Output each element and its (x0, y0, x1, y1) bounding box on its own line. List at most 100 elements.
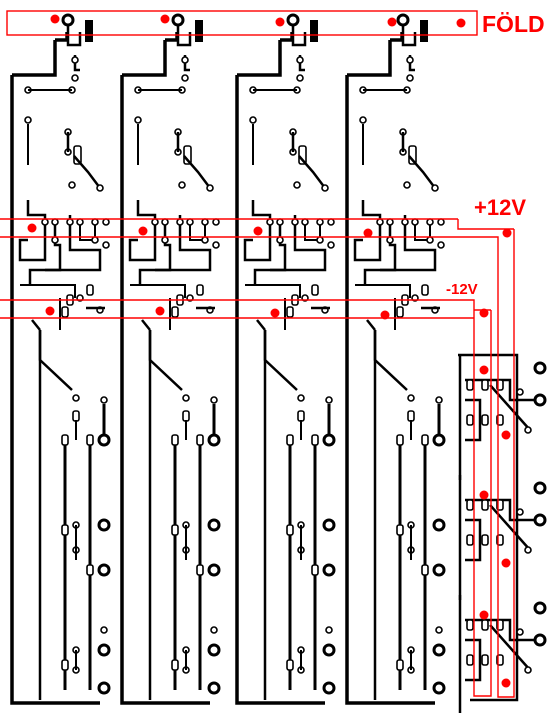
copper-trace (31, 319, 42, 700)
jack-pad (432, 518, 446, 532)
solder-pad (102, 241, 110, 249)
copper-trace (128, 200, 157, 262)
copper-trace (38, 330, 73, 391)
jack-pad (432, 563, 446, 577)
solder-pad (296, 74, 304, 82)
jack-pad (207, 681, 221, 695)
jack-pad (322, 518, 336, 532)
jack-pad (396, 13, 410, 27)
oval-pad (61, 434, 69, 446)
oval-pad (182, 410, 190, 422)
oval-pad (466, 499, 474, 511)
jack-pad (533, 393, 547, 407)
power-pad (502, 228, 512, 238)
power-pad (138, 226, 148, 236)
solder-pad (68, 181, 76, 189)
solder-pad (181, 56, 189, 64)
solder-pad (66, 218, 74, 226)
oval-pad (171, 524, 179, 536)
copper-trace (79, 222, 96, 241)
oval-pad (286, 524, 294, 536)
solder-pad (296, 56, 304, 64)
solder-pad (386, 236, 394, 244)
solder-pad (327, 218, 335, 226)
positive-rail-lower (0, 229, 515, 698)
jack-pad (533, 601, 547, 615)
solder-pad (186, 218, 194, 226)
oval-pad (286, 659, 294, 671)
oval-pad (86, 284, 94, 296)
oval-pad (466, 534, 474, 546)
solder-pad (71, 56, 79, 64)
solder-pad (181, 74, 189, 82)
copper-trace (45, 215, 102, 272)
positive-supply-label: +12V (474, 195, 526, 220)
oval-pad (196, 434, 204, 446)
copper-trace (353, 200, 382, 262)
power-pad (380, 310, 390, 320)
jack-pad (533, 361, 547, 375)
power-pad (270, 308, 280, 318)
solder-pad (411, 218, 419, 226)
solder-pad (524, 546, 532, 554)
solder-pad (212, 218, 220, 226)
solder-pad (426, 236, 434, 244)
solder-pad (201, 236, 209, 244)
jack-block-3 (458, 595, 547, 713)
solder-pad (249, 116, 257, 124)
solder-pad (91, 218, 99, 226)
negative-supply-label: -12V (446, 281, 478, 298)
copper-trace (298, 155, 326, 189)
solder-pad (297, 394, 305, 402)
jack-pad (322, 563, 336, 577)
solder-pad (325, 396, 333, 404)
oval-pad (481, 654, 489, 666)
jack-pad (97, 563, 111, 577)
oval-pad (171, 306, 179, 318)
copper-trace (489, 384, 531, 431)
solder-pad (325, 626, 333, 634)
copper-trace (73, 155, 101, 189)
jack-pad (286, 13, 300, 27)
jack-pad (97, 518, 111, 532)
copper-trace (243, 200, 272, 262)
solder-pad (437, 241, 445, 249)
copper-trace (366, 319, 377, 700)
oval-pad (171, 434, 179, 446)
solder-pad (41, 218, 49, 226)
solder-pad (96, 184, 104, 192)
oval-pad (466, 379, 474, 391)
solder-pad (524, 666, 532, 674)
oval-pad (481, 619, 489, 631)
jack-pad (322, 643, 336, 657)
oval-pad (61, 524, 69, 536)
power-pad (275, 17, 285, 27)
solder-pad (516, 508, 524, 516)
oval-pad (171, 659, 179, 671)
oval-pad (481, 379, 489, 391)
copper-trace (380, 215, 437, 272)
negative-rail-upper (0, 299, 492, 697)
jack-pad (432, 643, 446, 657)
output-jack-section (458, 353, 547, 713)
copper-trace (355, 284, 411, 298)
solder-pad (100, 626, 108, 634)
power-pad (501, 678, 511, 688)
channel-4 (345, 13, 446, 705)
oval-pad (196, 284, 204, 296)
oval-pad (396, 659, 404, 671)
copper-trace (256, 319, 267, 700)
solder-pad (316, 236, 324, 244)
oval-pad (396, 524, 404, 536)
oval-pad (61, 306, 69, 318)
solder-pad (327, 241, 335, 249)
solder-pad (178, 181, 186, 189)
jack-pad (432, 681, 446, 695)
oval-pad (196, 564, 204, 576)
copper-trace (148, 330, 183, 391)
solder-pad (212, 241, 220, 249)
copper-trace (304, 222, 321, 241)
power-pad (363, 228, 373, 238)
jack-pad (171, 13, 185, 27)
